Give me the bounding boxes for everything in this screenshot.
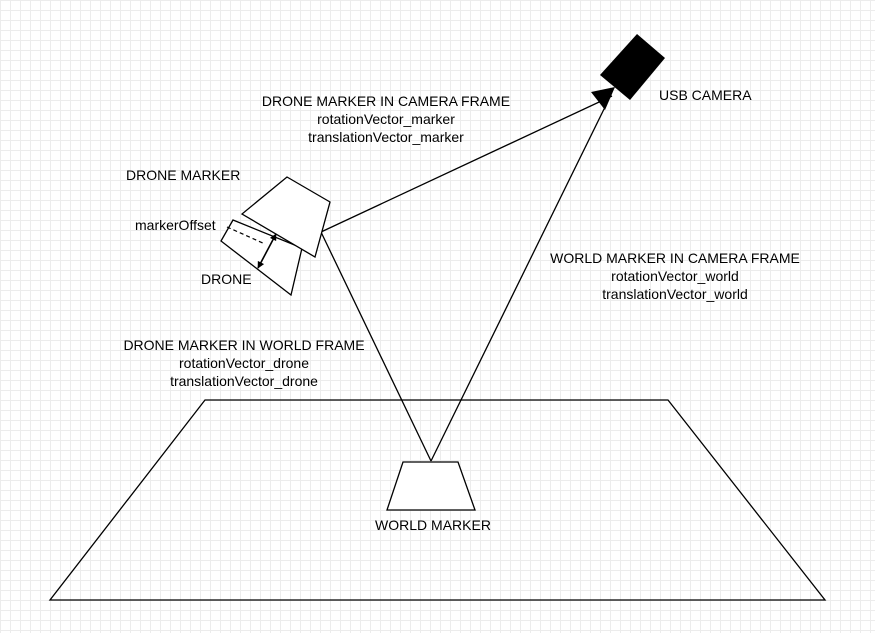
drone-marker-in-world-frame-title: DRONE MARKER IN WORLD FRAME <box>123 337 365 353</box>
drone-marker-shape <box>240 176 331 258</box>
usb-camera-label: USB CAMERA <box>659 87 752 103</box>
rotation-vector-drone-label: rotationVector_drone <box>179 355 309 371</box>
world-marker-in-camera-frame-title: WORLD MARKER IN CAMERA FRAME <box>550 250 800 266</box>
world-to-camera-line <box>430 102 608 462</box>
translation-vector-marker-label: translationVector_marker <box>308 129 464 145</box>
drone-marker-in-camera-frame-title: DRONE MARKER IN CAMERA FRAME <box>261 93 511 109</box>
ground-plane <box>48 399 827 601</box>
drone-marker-in-camera-frame-label: DRONE MARKER IN CAMERA FRAME rotationVec… <box>236 92 536 146</box>
drone-label: DRONE <box>201 271 252 287</box>
drone-to-camera-line <box>320 95 613 233</box>
marker-offset-arrow <box>257 233 277 269</box>
world-marker-label: WORLD MARKER <box>375 517 491 533</box>
world-marker-shape <box>386 461 476 511</box>
drone-marker-in-world-frame-label: DRONE MARKER IN WORLD FRAME rotationVect… <box>94 336 394 390</box>
camera-icon <box>591 34 665 110</box>
translation-vector-world-label: translationVector_world <box>602 286 748 302</box>
world-marker-in-camera-frame-label: WORLD MARKER IN CAMERA FRAME rotationVec… <box>525 249 825 303</box>
marker-offset-label: markerOffset <box>135 217 216 233</box>
translation-vector-drone-label: translationVector_drone <box>170 373 318 389</box>
rotation-vector-world-label: rotationVector_world <box>611 268 739 284</box>
rotation-vector-marker-label: rotationVector_marker <box>317 111 455 127</box>
drone-marker-to-world-line <box>320 231 432 462</box>
drone-marker-label: DRONE MARKER <box>126 167 241 183</box>
